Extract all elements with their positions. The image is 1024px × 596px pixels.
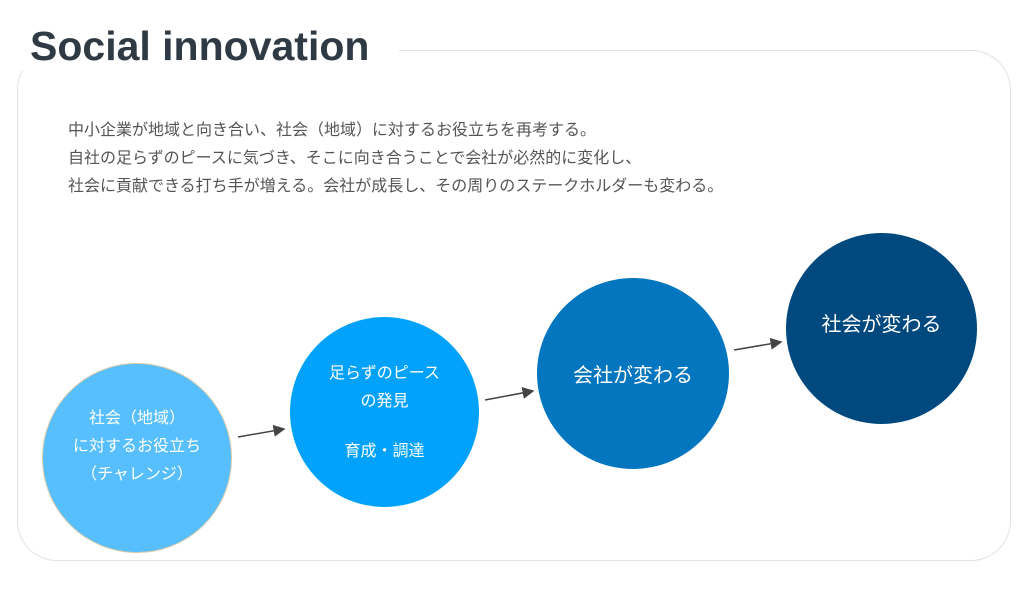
page-title: Social innovation bbox=[22, 22, 400, 70]
step-circle-company-changes: 会社が変わる bbox=[537, 278, 729, 469]
step-label: （チャレンジ） bbox=[81, 464, 193, 483]
step-label: 会社が変わる bbox=[573, 363, 693, 387]
step-label: に対するお役立ち bbox=[72, 436, 201, 455]
description-line: 社会に貢献できる打ち手が増える。会社が成長し、その周りのステークホルダーも変わる… bbox=[68, 176, 724, 195]
step-label: 社会が変わる bbox=[821, 312, 942, 336]
step-circle-challenge: 社会（地域） に対するお役立ち （チャレンジ） bbox=[42, 363, 232, 553]
step-label: 足らずのピース bbox=[329, 363, 440, 382]
arrow-icon bbox=[733, 337, 783, 351]
step-label: 社会（地域） bbox=[88, 408, 185, 427]
step-label: の発見 bbox=[360, 391, 409, 410]
arrow-icon bbox=[237, 424, 286, 438]
description-line: 中小企業が地域と向き合い、社会（地域）に対するお役立ちを再考する。 bbox=[68, 120, 597, 139]
description: 中小企業が地域と向き合い、社会（地域）に対するお役立ちを再考する。 自社の足らず… bbox=[68, 116, 723, 200]
description-line: 自社の足らずのピースに気づき、そこに向き合うことで会社が必然的に変化し、 bbox=[68, 148, 642, 167]
step-circle-missing-piece: 足らずのピース の発見 育成・調達 bbox=[290, 317, 479, 507]
arrow-icon bbox=[484, 387, 535, 401]
step-circle-society-changes: 社会が変わる bbox=[786, 233, 977, 424]
step-label: 育成・調達 bbox=[344, 441, 425, 460]
content-panel bbox=[17, 50, 1011, 561]
